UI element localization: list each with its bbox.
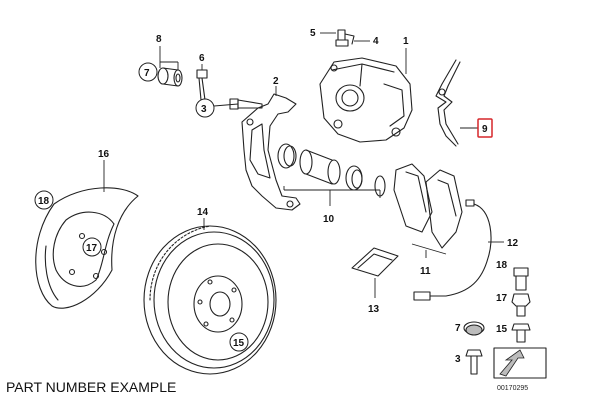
svg-text:5: 5 xyxy=(310,28,316,39)
svg-text:15: 15 xyxy=(233,338,245,349)
legend-label-15: 15 xyxy=(496,324,508,335)
svg-text:16: 16 xyxy=(98,149,110,160)
svg-text:11: 11 xyxy=(420,266,431,277)
callout-10[interactable]: 10 xyxy=(323,214,335,225)
diagram-reference-number: 00170295 xyxy=(497,385,529,392)
svg-text:4: 4 xyxy=(373,36,379,47)
svg-text:10: 10 xyxy=(323,214,335,225)
callout-9[interactable]: 9 xyxy=(477,118,493,138)
part-13-grease-packet[interactable] xyxy=(351,247,399,298)
part-11-brake-pads[interactable] xyxy=(393,163,463,258)
svg-text:2: 2 xyxy=(273,76,279,87)
callout-18[interactable]: 18 xyxy=(34,190,54,210)
svg-text:15: 15 xyxy=(496,324,508,335)
callout-12[interactable]: 12 xyxy=(507,238,519,249)
svg-text:12: 12 xyxy=(507,238,519,249)
legend-label-3: 3 xyxy=(455,354,461,365)
svg-text:13: 13 xyxy=(368,304,380,315)
callout-13[interactable]: 13 xyxy=(368,304,380,315)
callout-1[interactable]: 1 xyxy=(403,36,409,47)
legend-arrow-icon xyxy=(493,347,547,379)
svg-text:7: 7 xyxy=(144,68,150,79)
part-2-caliper-carrier[interactable] xyxy=(241,86,301,211)
svg-text:1: 1 xyxy=(403,36,409,47)
part-3-bolt[interactable] xyxy=(213,98,263,110)
svg-text:14: 14 xyxy=(197,207,209,218)
svg-text:17: 17 xyxy=(86,243,98,254)
part-12-wear-sensor[interactable] xyxy=(413,199,504,301)
callout-4[interactable]: 4 xyxy=(373,36,379,47)
part-14-brake-disc[interactable] xyxy=(143,218,277,375)
legend-label-7: 7 xyxy=(455,323,461,334)
svg-text:6: 6 xyxy=(199,53,205,64)
legend-fastener-17[interactable] xyxy=(511,293,531,317)
callout-17[interactable]: 17 xyxy=(82,237,102,257)
callout-16[interactable]: 16 xyxy=(98,149,110,160)
callout-6[interactable]: 6 xyxy=(199,53,205,64)
legend-fastener-3[interactable] xyxy=(465,349,483,375)
svg-text:17: 17 xyxy=(496,293,508,304)
callout-11[interactable]: 11 xyxy=(420,266,431,277)
callout-2[interactable]: 2 xyxy=(273,76,279,87)
callout-5[interactable]: 5 xyxy=(310,28,316,39)
legend-fastener-15[interactable] xyxy=(511,323,531,343)
svg-text:18: 18 xyxy=(496,260,508,271)
legend-fastener-7[interactable] xyxy=(463,321,485,336)
callout-7[interactable]: 7 xyxy=(138,62,158,82)
svg-text:3: 3 xyxy=(455,354,461,365)
callout-14[interactable]: 14 xyxy=(197,207,209,218)
part-9-spring-clip[interactable] xyxy=(435,59,478,147)
svg-text:9: 9 xyxy=(482,124,488,135)
callout-3[interactable]: 3 xyxy=(195,98,215,118)
part-6-guide-bolt[interactable] xyxy=(196,64,208,101)
legend-label-18: 18 xyxy=(496,260,508,271)
legend-fastener-18[interactable] xyxy=(513,267,529,291)
part-7-8-guide-bush[interactable] xyxy=(157,46,183,87)
svg-text:8: 8 xyxy=(156,34,162,45)
svg-text:3: 3 xyxy=(201,104,207,115)
svg-text:18: 18 xyxy=(38,196,50,207)
legend-label-17: 17 xyxy=(496,293,508,304)
part-10-piston-kit[interactable] xyxy=(277,143,386,206)
callout-15[interactable]: 15 xyxy=(229,332,249,352)
svg-text:7: 7 xyxy=(455,323,461,334)
caption-part-number-example: PART NUMBER EXAMPLE xyxy=(6,379,177,395)
part-4-5-bleed-screw[interactable] xyxy=(320,29,370,47)
part-1-caliper-housing[interactable] xyxy=(319,48,413,143)
callout-8[interactable]: 8 xyxy=(156,34,162,45)
part-16-splash-shield[interactable] xyxy=(35,160,139,309)
